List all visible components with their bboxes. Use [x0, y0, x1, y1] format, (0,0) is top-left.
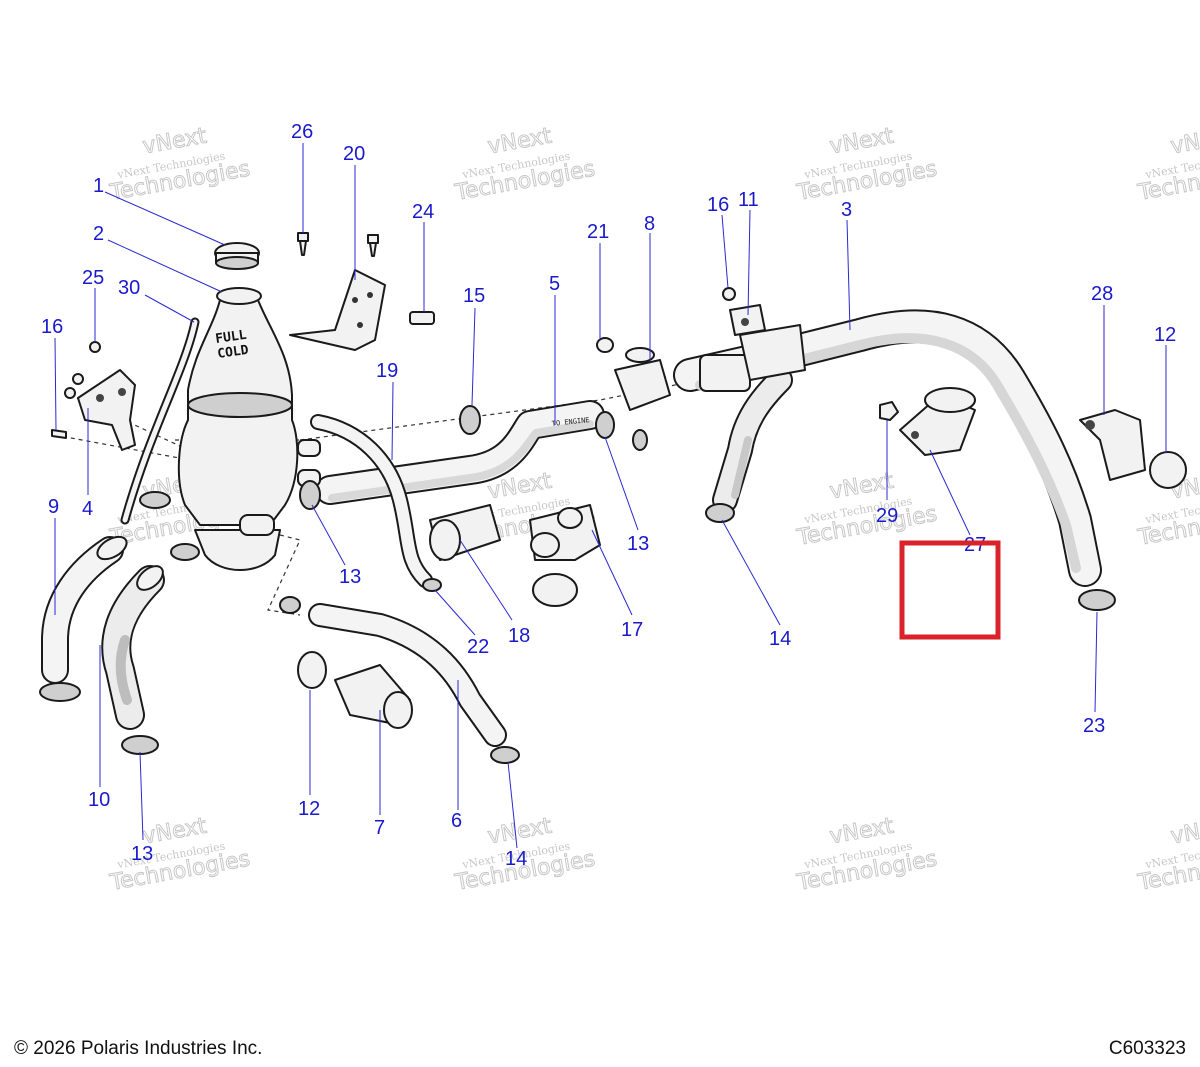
watermark: vNext vNext Technologies Technologies: [107, 813, 253, 896]
callout-13-left: 13: [131, 843, 153, 865]
svg-text:vNext: vNext: [1169, 124, 1200, 160]
callout-10: 10: [88, 789, 110, 811]
callout-12-right: 12: [1154, 324, 1176, 346]
screw-24a: [367, 234, 379, 257]
callout-2: 2: [93, 223, 104, 245]
bypass-hose: [310, 414, 433, 588]
fitting-17: [529, 504, 601, 561]
diagram-code: C603323: [1108, 1038, 1186, 1059]
callout-3: 3: [841, 199, 852, 221]
coolant-reservoir: FULL COLD: [177, 287, 321, 571]
clamp-14-lower: [490, 746, 520, 764]
hose-10: [101, 565, 165, 730]
clip-24: [409, 311, 435, 325]
callout-30: 30: [118, 277, 140, 299]
callout-14-upper: 14: [769, 628, 791, 650]
callout-16-right: 16: [707, 194, 729, 216]
callout-13-right: 13: [627, 533, 649, 555]
clamp-upper-small: [279, 596, 301, 614]
screw-26: [297, 232, 309, 256]
callout-6: 6: [451, 810, 462, 832]
callout-18: 18: [508, 625, 530, 647]
callout-5: 5: [549, 273, 560, 295]
clamp-tie-13: [632, 429, 648, 451]
callout-labels: 1 2 3 4 5 6 7 8 9 10 11 12 12 13 13 13 1…: [41, 121, 1176, 870]
watermark: vNext vNext Technologies Technologies: [452, 123, 598, 206]
svg-text:vNext: vNext: [1169, 814, 1200, 850]
callout-12-mid: 12: [298, 798, 320, 820]
bolt-small: [64, 373, 84, 399]
fitting-28: [1079, 409, 1146, 481]
callout-14-lower: 14: [505, 848, 527, 870]
pipe-bracket: [899, 387, 976, 456]
pipe-label: TO ENGINE: [551, 416, 590, 428]
crossover-pipe: TO ENGINE: [315, 400, 605, 505]
fitting-18: [429, 504, 501, 561]
watermark: vNext vNext Technologies Technologies: [794, 813, 940, 896]
callout-22: 22: [467, 636, 489, 658]
callout-24: 24: [412, 201, 434, 223]
callout-17: 17: [621, 619, 643, 641]
callout-19: 19: [376, 360, 398, 382]
callout-9: 9: [48, 496, 59, 518]
nut-29: [879, 401, 899, 421]
screw-16b: [722, 287, 736, 301]
clamp-15: [459, 405, 481, 435]
hose-9: [41, 535, 128, 684]
callout-15: 15: [463, 285, 485, 307]
callout-11: 11: [738, 189, 759, 211]
watermark: vNext vNext Technologies Technologies: [107, 123, 253, 206]
clamp-14-upper: [705, 503, 735, 523]
clamp-22: [422, 578, 442, 592]
clamp-13-mid: [299, 480, 321, 510]
reservoir-bracket: [289, 269, 386, 351]
fitting-7: [334, 664, 413, 729]
leader-lines: [54, 143, 1167, 849]
clamp-12-mid: [297, 651, 327, 689]
copyright-text: © 2026 Polaris Industries Inc.: [14, 1038, 263, 1059]
callout-26: 26: [291, 121, 313, 143]
callout-21: 21: [587, 221, 609, 243]
highlight-box: [899, 540, 1001, 640]
callout-23: 23: [1083, 715, 1105, 737]
fasteners: [51, 232, 899, 439]
hose-clamps: [39, 337, 1187, 764]
watermark: vNext vNext Technologies Technologies: [1135, 813, 1200, 896]
screw-25: [89, 341, 101, 353]
vent-hose: [120, 317, 200, 525]
upper-coolant-pipe: [673, 309, 1102, 587]
callout-29: 29: [876, 505, 898, 527]
thermostat-housing: [614, 304, 806, 411]
clamp-17-ring: [532, 573, 578, 607]
mounting-bracket: [77, 369, 136, 451]
reservoir-label-cold: COLD: [216, 343, 249, 362]
clamp-12-right: [1149, 451, 1187, 489]
callout-20: 20: [343, 143, 365, 165]
clamp-13-right: [595, 411, 615, 439]
callout-1: 1: [93, 175, 104, 197]
hose-14: [712, 367, 793, 513]
clamp-23: [1078, 589, 1116, 611]
clamp-21: [596, 337, 614, 353]
callout-8: 8: [644, 213, 655, 235]
screw-16a: [51, 429, 67, 439]
clamp-13-left: [121, 735, 159, 755]
clamp-9: [39, 682, 81, 702]
reservoir-label-full: FULL: [214, 328, 247, 347]
callout-13-mid: 13: [339, 566, 361, 588]
callout-4: 4: [82, 498, 93, 520]
watermark: vNext vNext Technologies Technologies: [1135, 123, 1200, 206]
clamp-left-bracket: [139, 491, 171, 509]
hose-6: [308, 603, 507, 747]
watermark: vNext vNext Technologies Technologies: [794, 123, 940, 206]
clamp-left-mid: [170, 543, 200, 561]
watermark: vNext vNext Technologies Technologies: [794, 468, 940, 551]
callout-7: 7: [374, 817, 385, 839]
reservoir-cap: [214, 242, 260, 270]
callout-25: 25: [82, 267, 104, 289]
callout-28: 28: [1091, 283, 1113, 305]
callout-16-left: 16: [41, 316, 63, 338]
